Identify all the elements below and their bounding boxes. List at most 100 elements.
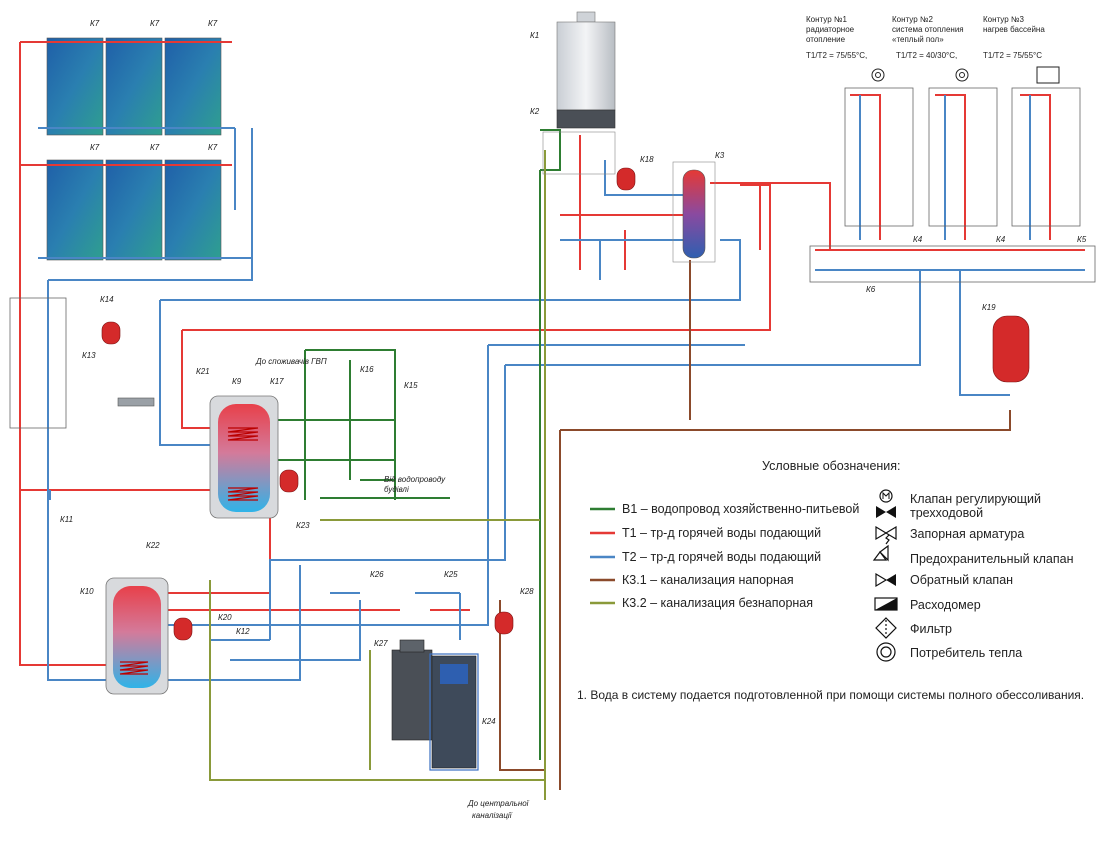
expansion-vessel-k19 (992, 315, 1030, 383)
svg-text:T1/T2 = 75/55°C: T1/T2 = 75/55°C (983, 51, 1042, 60)
safety-valve-icon (872, 534, 890, 562)
k32-pipes (209, 150, 546, 800)
label-k4-a: К4 (913, 235, 923, 244)
label-k16: К16 (360, 365, 374, 374)
label-k21: К21 (196, 367, 210, 376)
svg-text:Потребитель тепла: Потребитель тепла (910, 646, 1022, 660)
legend-line-t1: Т1 – тр-д горячей воды подающий (622, 526, 821, 540)
label-k3: К3 (715, 151, 725, 160)
label-k23: К23 (296, 521, 310, 530)
to-sewer-label-1: До центральної (467, 799, 530, 808)
svg-text:Контур №3: Контур №3 (983, 15, 1024, 24)
coil-k10 (119, 661, 149, 675)
label-k1: К1 (530, 31, 539, 40)
svg-text:«теплый пол»: «теплый пол» (892, 35, 944, 44)
legend-note: 1. Вода в систему подается подготовленно… (577, 688, 1084, 702)
solar-collectors (46, 37, 222, 261)
svg-text:Обратный клапан: Обратный клапан (910, 573, 1013, 587)
b1-pipes (270, 129, 561, 760)
label-k5: К5 (1077, 235, 1087, 244)
svg-text:система отопления: система отопления (892, 25, 964, 34)
solid-fuel-boiler (391, 639, 479, 771)
label-k4-b: К4 (996, 235, 1006, 244)
label-k27: К27 (374, 639, 388, 648)
svg-text:T1/T2 = 75/55°C,: T1/T2 = 75/55°C, (806, 51, 867, 60)
label-k17: К17 (270, 377, 284, 386)
svg-text:T1/T2 = 40/30°C,: T1/T2 = 40/30°C, (896, 51, 957, 60)
legend-line-b1: В1 – водопровод хозяйственно-питьевой (622, 502, 859, 516)
to-sewer-label-2: каналізації (472, 811, 513, 820)
label-k24: К24 (482, 717, 496, 726)
svg-text:радиаторное: радиаторное (806, 25, 855, 34)
svg-text:Контур №2: Контур №2 (892, 15, 933, 24)
svg-text:Контур №1: Контур №1 (806, 15, 847, 24)
k31-pipes (499, 260, 1011, 790)
svg-text:Запорная арматура: Запорная арматура (910, 527, 1024, 541)
circuit-3-heading: Контур №3 нагрев бассейна T1/T2 = 75/55°… (983, 15, 1045, 60)
label-k14: К14 (100, 295, 114, 304)
svg-text:Предохранительный клапан: Предохранительный клапан (910, 552, 1074, 566)
legend-line-t2: Т2 – тр-д горячей воды подающий (622, 550, 821, 564)
three-way-valve-icon (876, 489, 896, 518)
label-k6: К6 (866, 285, 876, 294)
label-k12: К12 (236, 627, 250, 636)
svg-text:отопление: отопление (806, 35, 846, 44)
legend-line-k31: К3.1 – канализация напорная (622, 573, 794, 587)
label-k9: К9 (232, 377, 242, 386)
label-k25: К25 (444, 570, 458, 579)
label-k19: К19 (982, 303, 996, 312)
from-water-label-2: будівлі (384, 485, 409, 494)
label-k10: К10 (80, 587, 94, 596)
circuit-2-heading: Контур №2 система отопления «теплый пол»… (892, 15, 964, 60)
coil-k9-lower (227, 487, 259, 501)
flowmeter-icon (874, 597, 898, 611)
svg-text:нагрев бассейна: нагрев бассейна (983, 25, 1045, 34)
label-k7-d: К7 (90, 143, 100, 152)
svg-text:Фильтр: Фильтр (910, 622, 952, 636)
label-k7-e: К7 (150, 143, 160, 152)
drain-tank (117, 397, 155, 407)
expansion-vessel-k18 (616, 167, 636, 191)
label-k11: К11 (60, 515, 73, 524)
heat-consumers (871, 66, 1060, 84)
label-k18: К18 (640, 155, 654, 164)
expansion-vessel-k23 (279, 469, 299, 493)
coil-k9-upper (227, 427, 259, 441)
from-water-label-1: Від водопроводу (384, 475, 446, 484)
label-k7-f: К7 (208, 143, 218, 152)
label-k13: К13 (82, 351, 96, 360)
label-k7-c: К7 (208, 19, 218, 28)
t1-pipes (19, 41, 1085, 666)
label-k7-b: К7 (150, 19, 160, 28)
label-k26: К26 (370, 570, 384, 579)
expansion-vessel-k28 (494, 611, 514, 635)
solar-station-frame (9, 297, 67, 429)
circuit-modules (809, 87, 1096, 283)
label-k28: К28 (520, 587, 534, 596)
svg-text:трехходовой: трехходовой (910, 506, 983, 520)
buffer-tank-k10-inner (113, 586, 161, 688)
check-valve-icon (875, 572, 896, 588)
label-k7-a: К7 (90, 19, 100, 28)
svg-text:Расходомер: Расходомер (910, 598, 981, 612)
boiler-group-frame (542, 131, 616, 175)
to-consumers-label: До споживачів ГВП (255, 357, 327, 366)
label-k20: К20 (218, 613, 232, 622)
legend-lines: В1 – водопровод хозяйственно-питьевой Т1… (590, 502, 859, 610)
shutoff-valve-icon (875, 525, 897, 541)
circuit-1-heading: Контур №1 радиаторное отопление T1/T2 = … (806, 15, 867, 60)
label-k22: К22 (146, 541, 160, 550)
legend-symbols: Клапан регулирующий трехходовой Запорная… (872, 489, 1074, 662)
legend-line-k32: К3.2 – канализация безнапорная (622, 596, 813, 610)
heat-consumer-icon (876, 642, 896, 662)
hydraulic-separator (682, 169, 706, 259)
label-k15: К15 (404, 381, 418, 390)
wall-boiler (556, 11, 616, 129)
label-k2: К2 (530, 107, 540, 116)
filter-icon (875, 617, 897, 639)
legend-title: Условные обозначения: (762, 459, 901, 473)
expansion-vessel-k13 (101, 321, 121, 345)
svg-text:Клапан регулирующий: Клапан регулирующий (910, 492, 1041, 506)
expansion-vessel-k20 (173, 617, 193, 641)
